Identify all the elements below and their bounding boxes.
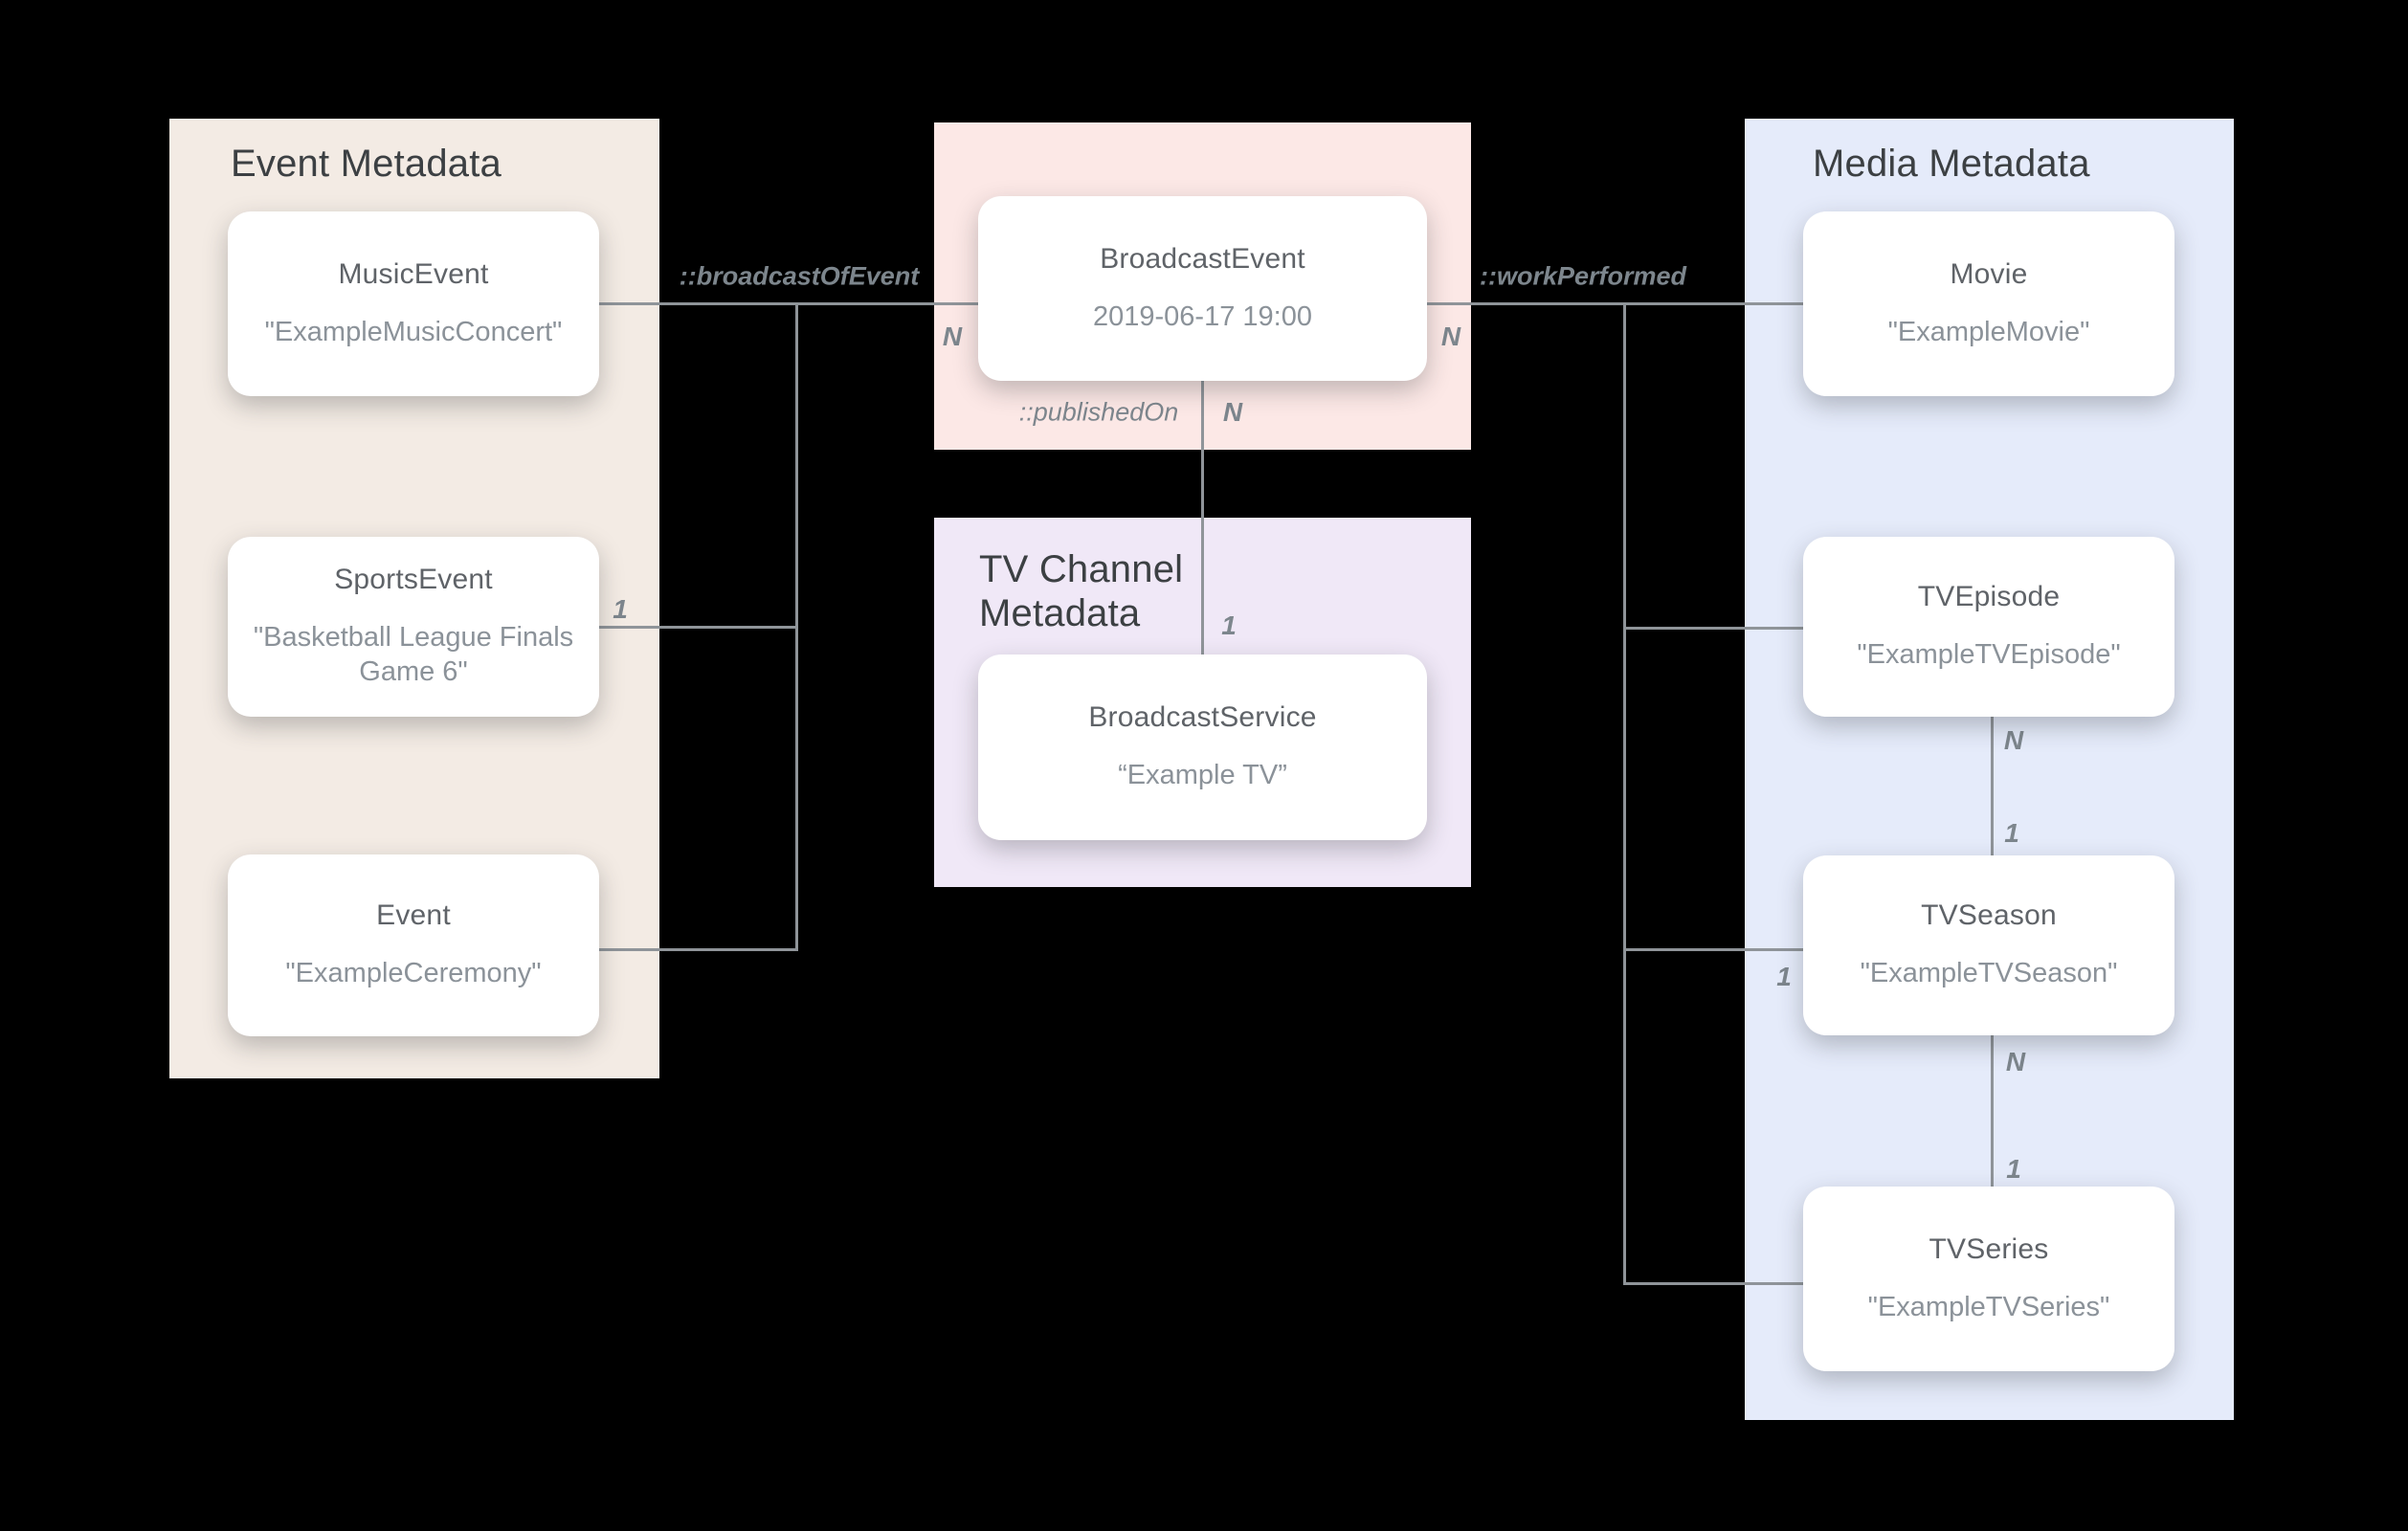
node-broadcastservice-value: “Example TV” — [1118, 760, 1287, 791]
cardinality-episode-season-1: 1 — [2004, 818, 2019, 848]
node-tvseries-value: "ExampleTVSeries" — [1867, 1291, 2110, 1322]
node-tvseason-title: TVSeason — [1921, 899, 2057, 932]
node-tvseason-value: "ExampleTVSeason" — [1860, 958, 2118, 989]
edge-event-branch — [599, 948, 795, 951]
node-musicevent: MusicEvent "ExampleMusicConcert" — [228, 211, 599, 396]
edge-tvseason-branch — [1623, 948, 1803, 951]
panel-tv-channel-metadata-title: TV Channel Metadata — [979, 548, 1184, 635]
node-movie-value: "ExampleMovie" — [1887, 316, 2090, 347]
node-sportsevent-title: SportsEvent — [334, 564, 493, 596]
node-tvseries-title: TVSeries — [1929, 1232, 2049, 1265]
node-tvepisode: TVEpisode "ExampleTVEpisode" — [1803, 537, 2174, 717]
node-broadcastevent: BroadcastEvent 2019-06-17 19:00 — [978, 196, 1427, 381]
node-musicevent-title: MusicEvent — [338, 257, 489, 290]
cardinality-workperformed-n: N — [1440, 322, 1461, 351]
cardinality-publishedon-1: 1 — [1221, 610, 1237, 640]
cardinality-tvseason-branch-1: 1 — [1776, 962, 1792, 991]
edge-broadcastevent-to-broadcastservice — [1201, 381, 1204, 655]
node-tvepisode-value: "ExampleTVEpisode" — [1857, 639, 2121, 671]
node-sportsevent: SportsEvent "Basketball League Finals Ga… — [228, 537, 599, 717]
node-sportsevent-value: "Basketball League Finals Game 6" — [253, 622, 574, 687]
cardinality-broadcastofevent-n: N — [942, 322, 963, 351]
edge-label-workperformed: ::workPerformed — [1479, 261, 1687, 291]
edge-broadcastevent-to-movie — [1427, 302, 1803, 305]
edge-sportsevent-branch — [599, 626, 795, 629]
node-event: Event "ExampleCeremony" — [228, 854, 599, 1036]
node-event-title: Event — [376, 899, 451, 932]
edge-tvseries-branch — [1623, 1282, 1803, 1285]
edge-tvepisode-to-tvseason — [1991, 717, 1994, 855]
node-event-value: "ExampleCeremony" — [285, 958, 542, 989]
edge-right-merge-vertical — [1623, 302, 1626, 1285]
node-broadcastservice-title: BroadcastService — [1088, 701, 1317, 734]
node-broadcastevent-value: 2019-06-17 19:00 — [1093, 300, 1312, 332]
edge-label-publishedon: ::publishedOn — [1018, 397, 1179, 427]
node-broadcastevent-title: BroadcastEvent — [1100, 242, 1305, 275]
edge-label-broadcastofevent: ::broadcastOfEvent — [679, 261, 920, 291]
cardinality-season-series-1: 1 — [2006, 1154, 2021, 1184]
panel-event-metadata-title: Event Metadata — [231, 143, 502, 185]
node-musicevent-value: "ExampleMusicConcert" — [264, 316, 563, 347]
node-movie: Movie "ExampleMovie" — [1803, 211, 2174, 396]
node-tvseries: TVSeries "ExampleTVSeries" — [1803, 1187, 2174, 1371]
panel-media-metadata-title: Media Metadata — [1813, 143, 2090, 185]
edge-left-merge-vertical — [795, 302, 798, 951]
node-tvepisode-title: TVEpisode — [1917, 581, 2061, 613]
cardinality-publishedon-n: N — [1222, 397, 1243, 427]
cardinality-episode-season-n: N — [2003, 725, 2024, 755]
cardinality-season-series-n: N — [2005, 1047, 2026, 1076]
node-movie-title: Movie — [1950, 257, 2028, 290]
edge-tvseason-to-tvseries — [1991, 1035, 1994, 1187]
edge-musicevent-to-broadcastevent — [599, 302, 978, 305]
edge-tvepisode-branch — [1623, 627, 1803, 630]
node-tvseason: TVSeason "ExampleTVSeason" — [1803, 855, 2174, 1035]
node-broadcastservice: BroadcastService “Example TV” — [978, 655, 1427, 840]
cardinality-sportsevent-1: 1 — [613, 594, 628, 624]
